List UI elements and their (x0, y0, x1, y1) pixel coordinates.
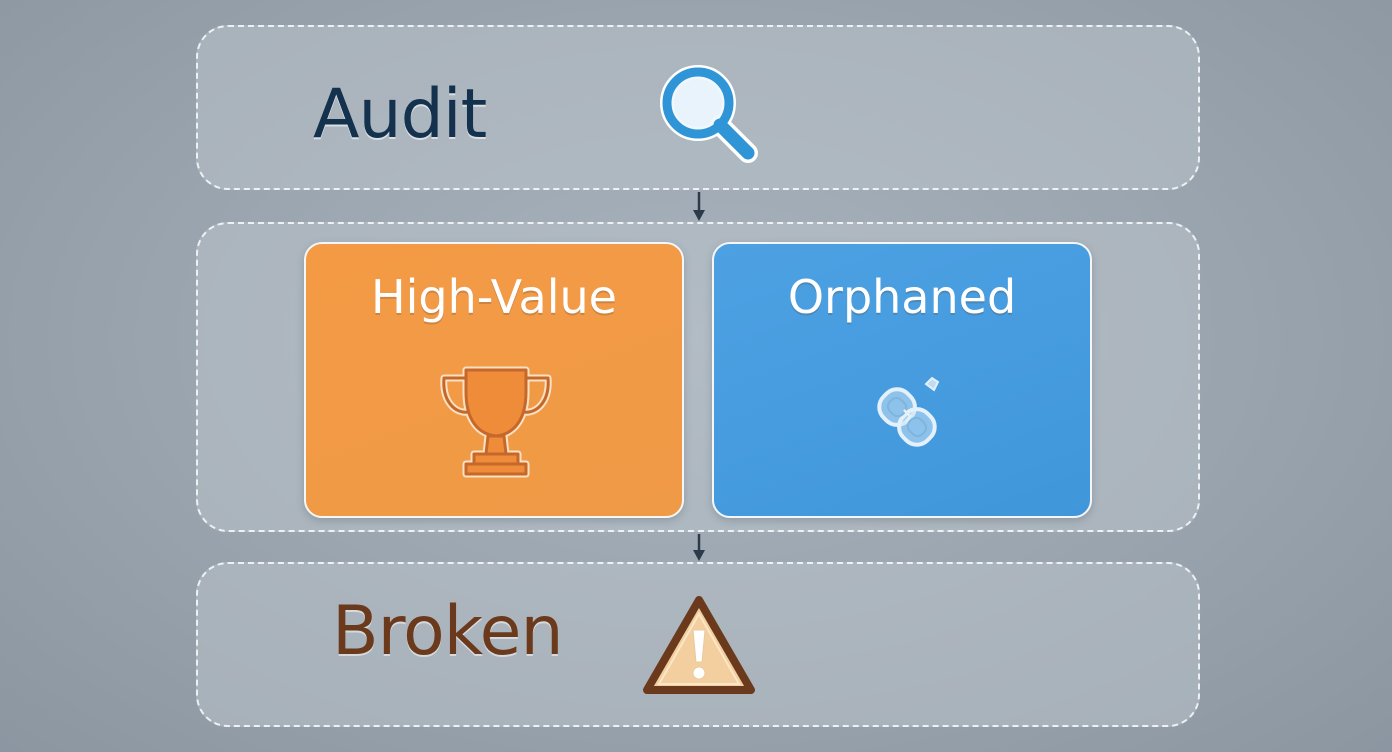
high-value-label: High-Value (371, 270, 617, 324)
orphaned-label: Orphaned (787, 270, 1017, 324)
classification-panel: High-Value Orphaned (196, 222, 1200, 532)
audit-panel: Audit (196, 25, 1200, 190)
search-icon (660, 65, 758, 163)
trophy-icon (440, 366, 552, 478)
broken-label: Broken (332, 592, 564, 671)
warning-icon (643, 596, 755, 694)
flow-arrow-down (693, 192, 705, 221)
broken-link-icon (877, 376, 940, 447)
high-value-card: High-Value (304, 242, 684, 518)
audit-label: Audit (313, 75, 487, 154)
orphaned-card: Orphaned (712, 242, 1092, 518)
flow-arrow-down (693, 534, 705, 561)
broken-panel: Broken (196, 562, 1200, 727)
